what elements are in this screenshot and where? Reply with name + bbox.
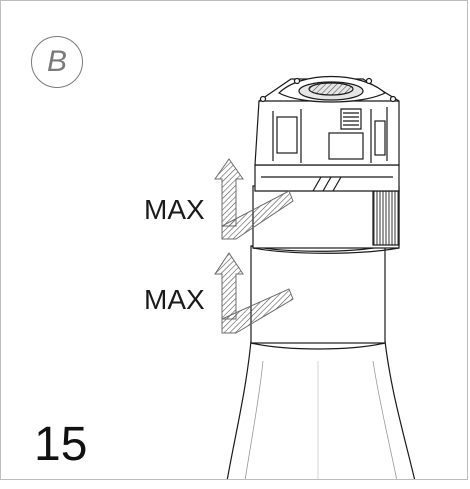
cap-assembly (254, 75, 400, 192)
step-number: 15 (34, 418, 88, 471)
variant-badge-letter: B (46, 45, 67, 78)
bottle-illustration (214, 75, 416, 479)
bottle-body (226, 340, 416, 479)
instruction-panel: B MAX MAX 15 (0, 0, 468, 480)
lower-max-arrow (214, 252, 294, 334)
max-label-lower: MAX (144, 284, 205, 315)
variant-badge: B (31, 36, 83, 88)
upper-max-arrow (214, 158, 294, 240)
collar-band (252, 185, 400, 254)
max-label-upper: MAX (144, 194, 205, 225)
